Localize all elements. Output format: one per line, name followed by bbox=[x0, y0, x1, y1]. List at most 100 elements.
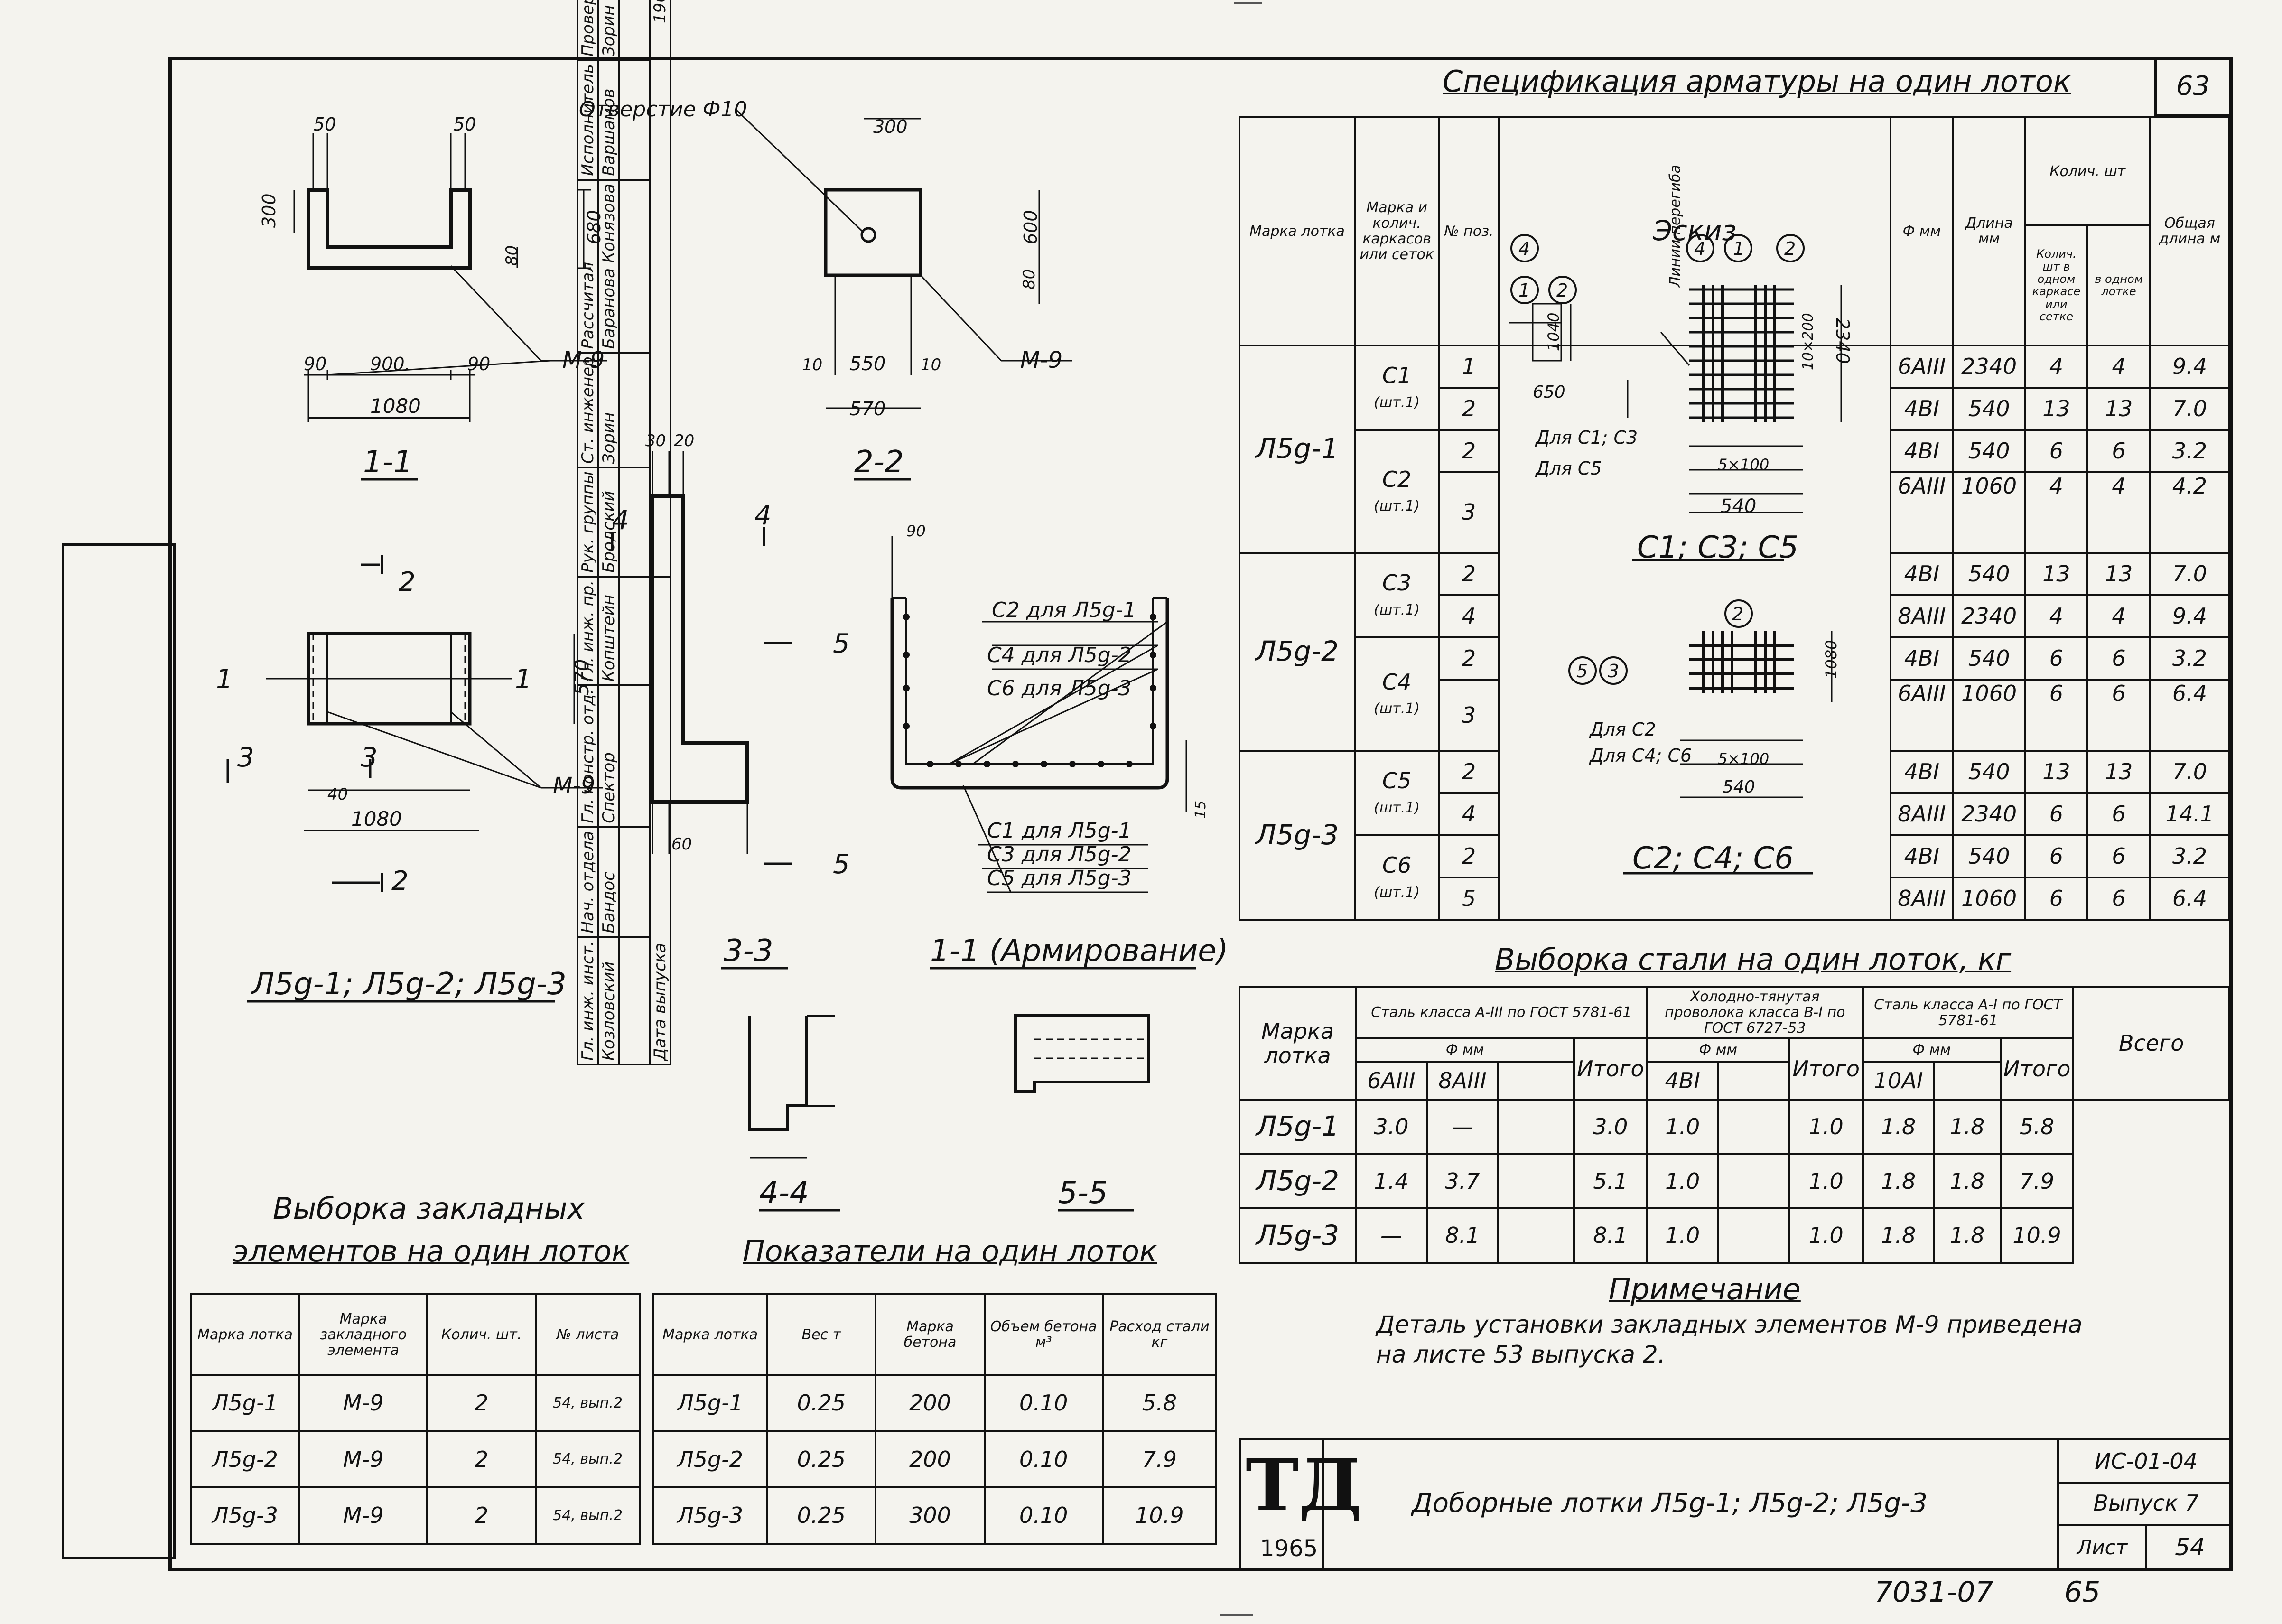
spec-set-c5: C5(шт.1) bbox=[1354, 749, 1440, 836]
footer-number: 7031-07 bbox=[1874, 1576, 1993, 1609]
arrow-2-bottom: 2 bbox=[391, 866, 409, 896]
side-role-5: Ст. инженер bbox=[577, 353, 598, 468]
side-sign-1 bbox=[619, 827, 650, 937]
svg-text:15: 15 bbox=[1192, 801, 1209, 819]
arrow-5-bottom: 5 bbox=[833, 849, 850, 880]
side-name-1: Бандос bbox=[598, 827, 619, 937]
spec-set-c1: C1(шт.1) bbox=[1354, 344, 1440, 431]
spec-sketch-cell bbox=[1498, 344, 1892, 921]
side-sign-7 bbox=[619, 60, 650, 180]
side-role-3: Гл. инж. пр. bbox=[577, 576, 598, 686]
arrow-1-right: 1 bbox=[515, 664, 532, 695]
logo-box: ТД 1965 bbox=[1241, 1440, 1362, 1571]
label-c3: C3 для Л5g-2 bbox=[987, 842, 1132, 867]
side-stamp-frame bbox=[62, 543, 176, 1559]
arrow-5-top: 5 bbox=[833, 628, 850, 659]
issue: Выпуск 7 bbox=[2059, 1482, 2233, 1526]
m9-label-1: М-9 bbox=[562, 347, 605, 373]
svg-text:300: 300 bbox=[259, 193, 279, 228]
spec-h-total: Общая длина м bbox=[2149, 116, 2231, 346]
section-4-4: 4-4 bbox=[759, 1176, 809, 1211]
logo: ТД bbox=[1246, 1444, 1362, 1527]
arrow-1-left: 1 bbox=[216, 664, 233, 695]
svg-text:90: 90 bbox=[906, 522, 926, 540]
spec-title: Спецификация арматуры на один лоток bbox=[1443, 64, 2071, 99]
svg-text:90: 90 bbox=[467, 354, 490, 374]
svg-text:10: 10 bbox=[802, 355, 822, 374]
svg-text:50: 50 bbox=[453, 114, 476, 135]
steel-table: Марка лотка Сталь класса A-III по ГОСТ 5… bbox=[1239, 986, 2230, 1264]
svg-text:80: 80 bbox=[503, 245, 522, 266]
side-stamp: Гл. инж. инст. Нач. отдела Гл. констр. о… bbox=[577, 0, 671, 1065]
svg-text:60: 60 bbox=[671, 835, 692, 854]
side-role-0: Гл. инж. инст. bbox=[577, 937, 598, 1064]
spec-h-n2: в одном лотке bbox=[2086, 224, 2151, 346]
spec-h-pos: № поз. bbox=[1438, 116, 1500, 346]
spec-h-n1: Колич. шт в одном каркасе или сетке bbox=[2024, 224, 2089, 346]
side-sign-0 bbox=[619, 937, 650, 1064]
svg-text:550: 550 bbox=[849, 353, 885, 375]
side-role-6: Рассчитал bbox=[577, 179, 598, 353]
channel-1-1-outline bbox=[307, 188, 472, 270]
side-role-2: Гл. констр. отд. bbox=[577, 685, 598, 827]
spec-set-c6: C6(шт.1) bbox=[1354, 834, 1440, 921]
svg-text:1080: 1080 bbox=[351, 807, 402, 831]
side-role-7: Исполнитель bbox=[577, 60, 598, 180]
logo-year: 1965 bbox=[1260, 1535, 1318, 1562]
note-title: Примечание bbox=[1609, 1272, 1801, 1307]
side-name-4: Бродский bbox=[598, 467, 619, 577]
arrow-3-right: 3 bbox=[361, 742, 378, 773]
spec-set-c4: C4(шт.1) bbox=[1354, 636, 1440, 752]
steel-h-g3: Сталь класса A-I по ГОСТ 5781-61 bbox=[1862, 986, 2075, 1039]
sheet-border bbox=[168, 57, 2233, 1571]
side-name-2: Спектор bbox=[598, 685, 619, 827]
svg-text:50: 50 bbox=[313, 114, 336, 135]
title-block: ТД 1965 Доборные лотки Л5g-1; Л5g-2; Л5g… bbox=[1239, 1438, 2233, 1571]
section-2-2: 2-2 bbox=[854, 445, 904, 480]
spec-h-mark: Марка лотка bbox=[1238, 116, 1356, 346]
label-c4: C4 для Л5g-2 bbox=[987, 643, 1132, 667]
sheet-number: 54 bbox=[2175, 1533, 2205, 1561]
spec-h-len: Длина мм bbox=[1952, 116, 2026, 346]
svg-text:90: 90 bbox=[304, 354, 326, 374]
label-c1: C1 для Л5g-1 bbox=[987, 819, 1132, 843]
footer-page: 65 bbox=[2064, 1576, 2101, 1609]
label-c6: C6 для Л5g-3 bbox=[987, 676, 1132, 700]
note-text: Деталь установки закладных элементов М-9… bbox=[1376, 1311, 2083, 1368]
stamp-info: ИС-01-04 Выпуск 7 Лист 54 bbox=[2057, 1440, 2233, 1571]
svg-text:570: 570 bbox=[571, 659, 593, 695]
steel-h-mark: Марка лотка bbox=[1239, 986, 1357, 1101]
side-year: 1965г bbox=[650, 0, 671, 577]
steel-h-g1: Сталь класса A-III по ГОСТ 5781-61 bbox=[1355, 986, 1648, 1039]
bottom-mark bbox=[1220, 1614, 1253, 1616]
spec-set-c3: C3(шт.1) bbox=[1354, 551, 1440, 638]
ind-table: Марка лотка Вес т Марка бетона Объем бет… bbox=[652, 1293, 1218, 1545]
side-sign-3 bbox=[619, 576, 650, 686]
svg-text:80: 80 bbox=[1020, 269, 1039, 289]
spec-mark-2: Л5g-2 bbox=[1238, 551, 1356, 752]
side-sign-6 bbox=[619, 179, 650, 353]
svg-text:10: 10 bbox=[921, 355, 941, 374]
side-sign-5 bbox=[619, 353, 650, 468]
svg-text:20: 20 bbox=[674, 431, 694, 450]
svg-text:680: 680 bbox=[584, 210, 605, 244]
page-number-box: 63 bbox=[2154, 60, 2229, 116]
spec-mark-1: Л5g-1 bbox=[1238, 344, 1356, 554]
arrow-2-top: 2 bbox=[399, 567, 416, 597]
side-name-0: Козловский bbox=[598, 937, 619, 1064]
side-role-1: Нач. отдела bbox=[577, 827, 598, 937]
side-date-label: Дата выпуска bbox=[650, 576, 671, 1064]
m9-label-3: М-9 bbox=[553, 773, 595, 799]
hole-label: Отверстие Ф10 bbox=[579, 97, 747, 121]
steel-h-total: Всего bbox=[2072, 986, 2230, 1101]
sheet-label: Лист bbox=[2059, 1524, 2147, 1571]
section-3-3: 3-3 bbox=[724, 933, 773, 969]
side-name-3: Копштейн bbox=[598, 576, 619, 686]
steel-h-g2: Холодно-тянутая проволока класса B-I по … bbox=[1646, 986, 1864, 1039]
label-c5: C5 для Л5g-3 bbox=[987, 866, 1132, 890]
side-sign-8 bbox=[619, 0, 650, 60]
marks-caption: Л5g-1; Л5g-2; Л5g-3 bbox=[251, 967, 567, 1002]
series-code: ИС-01-04 bbox=[2059, 1440, 2233, 1484]
arrow-4-left: 4 bbox=[612, 505, 629, 536]
steel-title: Выборка стали на один лоток, кг bbox=[1495, 942, 2012, 977]
